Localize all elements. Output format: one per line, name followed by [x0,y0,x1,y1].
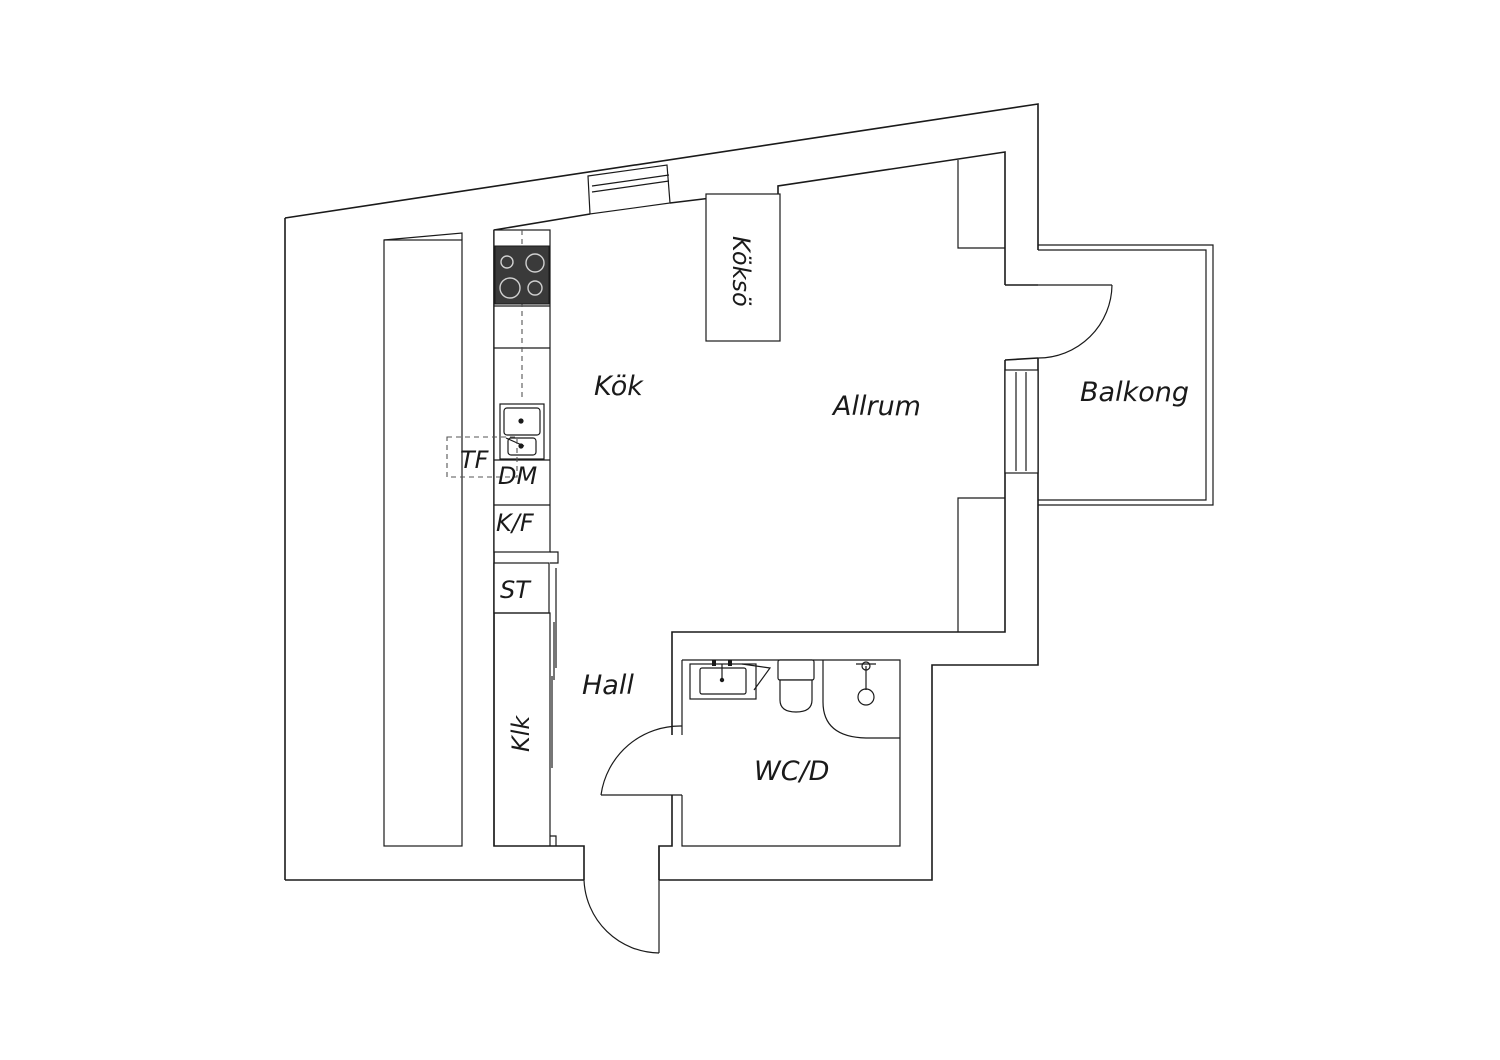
st-cabinet [493,562,550,614]
fixture-label-st: ST [500,576,532,604]
room-label-hall: Hall [582,670,634,701]
closet [493,551,559,846]
fixture-label-tf: TF [460,446,490,474]
alcove-top [957,160,1005,249]
bathroom [600,659,901,847]
room-label-kokso: Köksö [727,236,755,307]
entrance-door [583,846,660,954]
room-label-balkong: Balkong [1080,377,1189,408]
fixture-label-klk: Klk [507,715,535,752]
balcony-door [1004,284,1113,361]
storage-column [383,239,463,847]
room-label-allrum: Allrum [831,391,921,422]
stove-icon [494,245,550,305]
tf-dashed-box [446,436,518,478]
balcony [1038,244,1214,506]
room-label-kok: Kök [594,371,644,402]
alcove-bottom [957,497,1005,632]
kitchen-sink-icon [499,403,545,460]
fixture-label-dm: DM [498,462,537,490]
top-window [587,164,671,215]
kitchen-island [705,193,781,342]
fixture-label-kf: K/F [496,509,535,537]
room-label-wc: WC/D [754,756,829,787]
balcony-window [1004,369,1039,474]
